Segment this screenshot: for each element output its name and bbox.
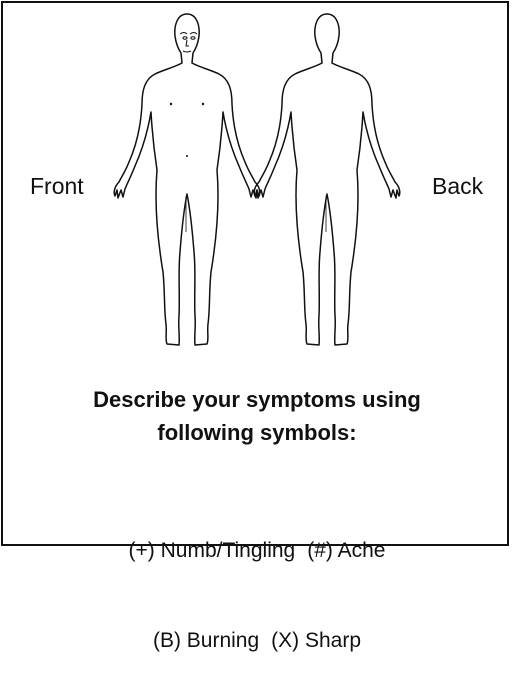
legend-item-numb-tingling: (+) Numb/Tingling — [129, 539, 296, 562]
legend-line-1: (+) Numb/Tingling (#) Ache — [0, 536, 514, 566]
symbol-legend: (+) Numb/Tingling (#) Ache (B) Burning (X)… — [0, 476, 514, 686]
legend-line-2: (B) Burning (X) Sharp — [0, 626, 514, 656]
instructions-line-2: following symbols: — [0, 416, 514, 449]
front-body-figure — [114, 14, 260, 345]
legend-item-burning: (B) Burning — [153, 629, 259, 652]
legend-item-sharp: (X) Sharp — [271, 629, 361, 652]
back-label: Back — [432, 172, 483, 200]
legend-item-ache: (#) Ache — [307, 539, 385, 562]
instructions-line-1: Describe your symptoms using — [0, 383, 514, 416]
front-label: Front — [30, 172, 84, 200]
instructions-heading: Describe your symptoms using following s… — [0, 383, 514, 449]
back-body-figure — [254, 14, 400, 345]
